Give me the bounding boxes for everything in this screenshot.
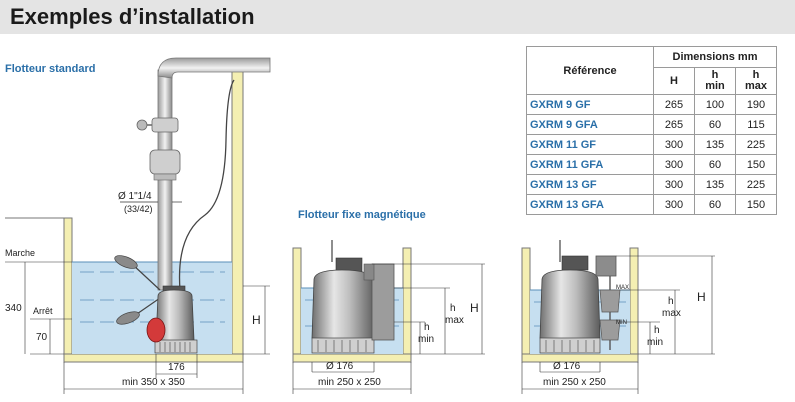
pipe-elbow (157, 57, 271, 79)
dia-label-2: Ø 176 (326, 361, 354, 372)
gate-valve (151, 117, 179, 133)
section-label-magnetic: Flotteur fixe magnétique (298, 209, 426, 221)
diagram-magnetic-float-1: h min h max H Ø 176 min 250 x 250 (292, 240, 485, 394)
dim-70-label: 70 (36, 332, 48, 343)
float-max (599, 289, 621, 313)
check-valve (149, 149, 181, 175)
submersible-pump-3 (539, 255, 601, 354)
marche-label: Marche (5, 248, 35, 258)
table-row: GXRM 9 GF 265 100 190 (526, 94, 777, 115)
table-row: GXRM 13 GFA 300 60 150 (526, 194, 777, 215)
dim-340-label: 340 (5, 303, 22, 314)
pit-min-label-3: min 250 x 250 (543, 377, 606, 388)
h-max-b-3: max (662, 308, 681, 319)
table-row: GXRM 9 GFA 265 60 115 (526, 114, 777, 135)
pipe-diameter-sub-label: (33/42) (124, 204, 153, 214)
float-on-position (114, 255, 161, 291)
dim-176-label: 176 (168, 362, 185, 373)
table-row: GXRM 11 GFA 300 60 150 (526, 154, 777, 175)
magnetic-float-box (371, 263, 395, 341)
diagram-standard-float: Ø 1"1/4 (33/42) Marche A (5, 57, 271, 394)
submersible-pump (154, 285, 198, 354)
pit-floor (63, 353, 244, 363)
h-min-b-2: min (418, 334, 434, 345)
page-title: Exemples d’installation (10, 4, 255, 29)
h-min-a-2: h (424, 322, 430, 333)
pipe-diameter-label: Ø 1"1/4 (118, 191, 152, 202)
h-max-a-3: h (668, 296, 674, 307)
submersible-pump-2 (311, 257, 376, 354)
max-mark: MAX (616, 285, 629, 291)
col-H: H (653, 67, 695, 95)
min-mark: MIN (616, 320, 627, 326)
h-max-a-2: h (450, 303, 456, 314)
pit-min-label-2: min 250 x 250 (318, 377, 381, 388)
H-label-3: H (697, 290, 706, 304)
pit-right-wall (231, 69, 244, 363)
float-red (146, 317, 166, 343)
arret-label: Arrêt (33, 306, 53, 316)
valve-handle (136, 119, 148, 131)
switch-box (595, 255, 617, 277)
float-off-position (116, 297, 161, 325)
table-row: GXRM 11 GF 300 135 225 (526, 134, 777, 155)
dimensions-header: Dimensions mm (653, 46, 777, 68)
table-row: GXRM 13 GF 300 135 225 (526, 174, 777, 195)
title-bar: Exemples d’installation (0, 0, 795, 34)
float-min (599, 319, 621, 341)
ref-header: Référence (526, 46, 654, 95)
dim-H-label: H (252, 313, 261, 327)
H-label-2: H (470, 301, 479, 315)
section-label-standard: Flotteur standard (5, 63, 96, 75)
h-min-b-3: min (647, 337, 663, 348)
dia-label-3: Ø 176 (553, 361, 581, 372)
h-min-a-3: h (654, 325, 660, 336)
h-max-b-2: max (445, 315, 464, 326)
pit-min-label-1: min 350 x 350 (122, 377, 185, 388)
pit-left-wall (63, 217, 73, 363)
power-cable (178, 79, 235, 291)
diagram-magnetic-float-2: MAX MIN h min h max H Ø 176 min 250 x 25… (521, 240, 715, 394)
